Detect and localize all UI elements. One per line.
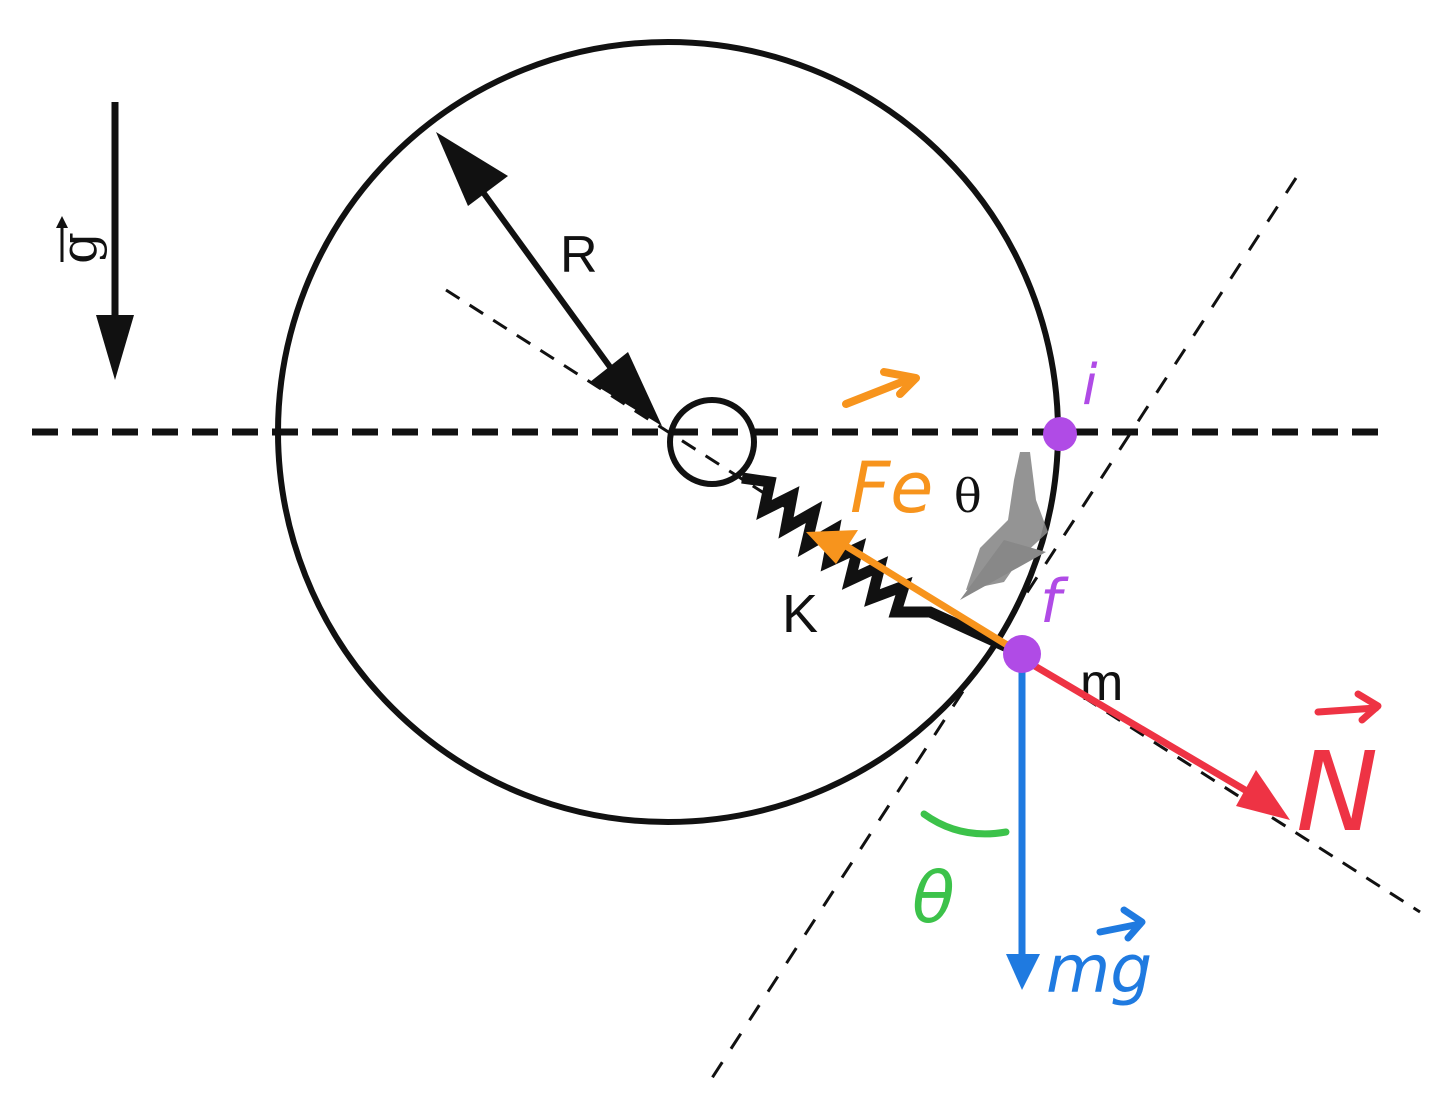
angle-label-green: θ bbox=[912, 857, 955, 939]
final-point-label: f bbox=[1040, 567, 1069, 637]
normal-force-arrow bbox=[1026, 658, 1290, 820]
angle-arc-green bbox=[920, 810, 1010, 838]
tangent-dashed-line bbox=[710, 177, 1298, 1079]
angle-label: θ bbox=[954, 469, 982, 523]
svg-text:g: g bbox=[50, 232, 108, 264]
weight-vector-mark bbox=[1096, 906, 1146, 942]
elastic-force-label: Fe bbox=[850, 447, 933, 529]
normal-force-label: N bbox=[1296, 728, 1378, 856]
elastic-force-vector-mark bbox=[842, 368, 920, 408]
gravity-label: g bbox=[50, 216, 108, 264]
angle-wedge-arrow bbox=[960, 452, 1048, 600]
weight-arrow bbox=[1006, 664, 1040, 990]
pivot-circle bbox=[667, 397, 757, 487]
weight-label: mg bbox=[1046, 931, 1152, 1008]
spring-label: K bbox=[782, 584, 818, 644]
normal-force-vector-mark bbox=[1314, 690, 1382, 724]
initial-point-label: i bbox=[1082, 353, 1098, 418]
initial-point bbox=[1043, 417, 1077, 451]
spring bbox=[741, 472, 1021, 658]
radius-arrow bbox=[436, 132, 662, 426]
gravity-arrow bbox=[96, 102, 134, 380]
mass-point bbox=[1003, 635, 1041, 673]
radius-label: R bbox=[560, 226, 598, 284]
elastic-force-arrow bbox=[806, 530, 1014, 651]
